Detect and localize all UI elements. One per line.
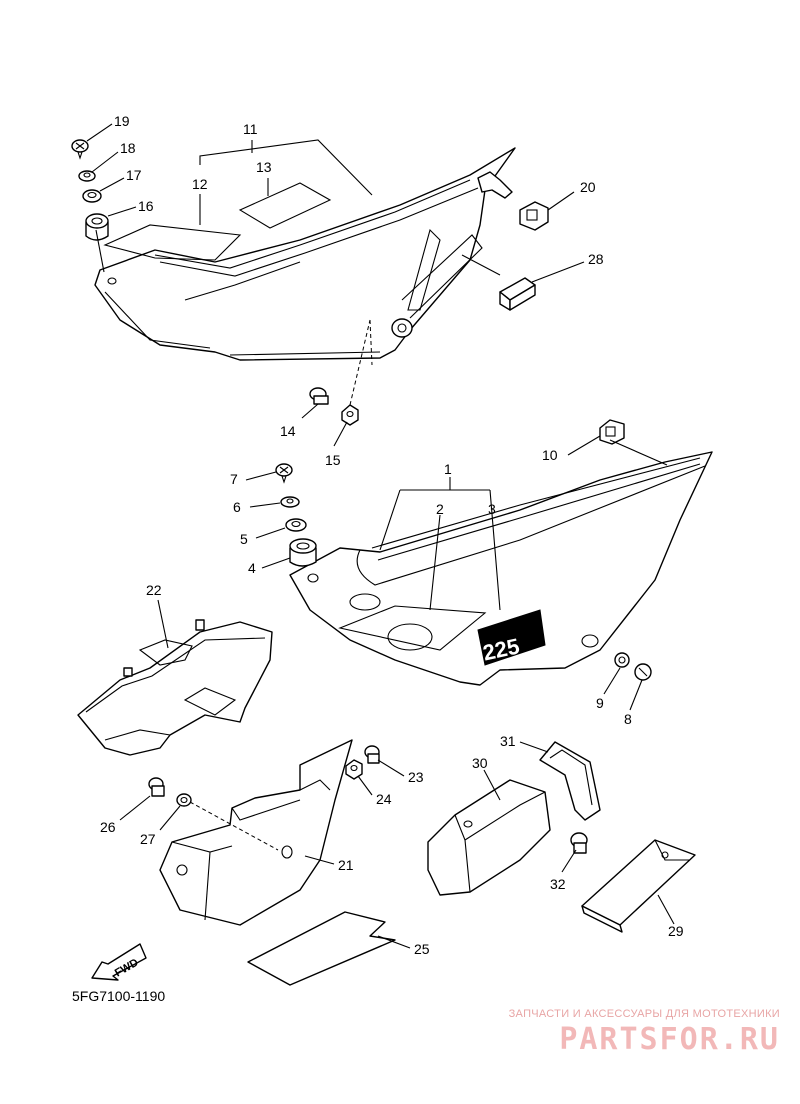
screw-19[interactable]	[71, 139, 89, 160]
watermark: ЗАПЧАСТИ И АКСЕССУАРЫ ДЛЯ МОТОТЕХНИКИ PA…	[470, 1008, 780, 1057]
callout-25[interactable]: 25	[414, 941, 430, 957]
forward-arrow-icon: FWD	[91, 943, 147, 981]
watermark-logo: PARTSFOR.RU	[559, 1022, 780, 1057]
lower-side-cover[interactable]	[289, 451, 713, 686]
collar-17[interactable]	[82, 189, 102, 203]
callout-29[interactable]: 29	[668, 923, 684, 939]
screw-8[interactable]	[634, 663, 652, 681]
callout-30[interactable]: 30	[472, 755, 488, 771]
screw-7[interactable]	[275, 463, 293, 484]
washer-9[interactable]	[614, 652, 630, 668]
callout-20[interactable]: 20	[580, 179, 596, 195]
sheet-25[interactable]	[247, 911, 396, 986]
pad-29[interactable]	[581, 839, 696, 933]
upper-side-cover[interactable]	[94, 147, 516, 361]
grommet-16[interactable]	[85, 213, 109, 241]
diagram-code: 5FG7100-1190	[72, 988, 166, 1004]
bolt-32[interactable]	[570, 832, 588, 854]
callout-13[interactable]: 13	[256, 159, 272, 175]
callout-4[interactable]: 4	[248, 560, 256, 576]
washer-18[interactable]	[78, 170, 96, 182]
bolt-14[interactable]	[309, 387, 329, 405]
callout-11[interactable]: 11	[243, 121, 258, 137]
callout-labels: 19 18 17 16 11 13 12 20 28 14 15 10 1 2 …	[100, 113, 684, 957]
callout-26[interactable]: 26	[100, 819, 116, 835]
grommet-4[interactable]	[289, 538, 317, 567]
callout-16[interactable]: 16	[138, 198, 154, 214]
tool-case-30[interactable]	[427, 779, 551, 896]
callout-2[interactable]: 2	[436, 501, 444, 517]
callout-24[interactable]: 24	[376, 791, 392, 807]
mounting-pin	[477, 171, 513, 199]
nut-15[interactable]	[341, 404, 359, 426]
callout-1[interactable]: 1	[444, 461, 452, 477]
bolt-23[interactable]	[364, 745, 380, 764]
damper-28[interactable]	[499, 277, 536, 311]
callout-6[interactable]: 6	[233, 499, 241, 515]
callout-28[interactable]: 28	[588, 251, 604, 267]
callout-8[interactable]: 8	[624, 711, 632, 727]
callout-19[interactable]: 19	[114, 113, 130, 129]
callout-3[interactable]: 3	[488, 501, 496, 517]
washer-6[interactable]	[280, 496, 300, 508]
leader-lines	[86, 123, 675, 949]
band-31[interactable]	[539, 741, 601, 821]
callout-10[interactable]: 10	[542, 447, 558, 463]
washer-27[interactable]	[176, 793, 192, 807]
callout-32[interactable]: 32	[550, 876, 566, 892]
battery-case-21[interactable]	[159, 739, 353, 926]
nut-24[interactable]	[345, 759, 363, 780]
callout-12[interactable]: 12	[192, 176, 208, 192]
callout-5[interactable]: 5	[240, 531, 248, 547]
callout-9[interactable]: 9	[596, 695, 604, 711]
callout-14[interactable]: 14	[280, 423, 296, 439]
grommet-10[interactable]	[599, 419, 625, 445]
callout-18[interactable]: 18	[120, 140, 136, 156]
collar-5[interactable]	[285, 518, 307, 532]
callout-15[interactable]: 15	[325, 452, 341, 468]
grommet-20[interactable]	[519, 201, 549, 231]
bolt-26[interactable]	[148, 777, 165, 797]
tray-22[interactable]	[77, 619, 273, 756]
callout-17[interactable]: 17	[126, 167, 142, 183]
callout-22[interactable]: 22	[146, 582, 162, 598]
watermark-caption: ЗАПЧАСТИ И АКСЕССУАРЫ ДЛЯ МОТОТЕХНИКИ	[508, 1008, 780, 1020]
callout-31[interactable]: 31	[500, 733, 516, 749]
callout-27[interactable]: 27	[140, 831, 156, 847]
callout-7[interactable]: 7	[230, 471, 238, 487]
callout-21[interactable]: 21	[338, 857, 354, 873]
callout-23[interactable]: 23	[408, 769, 424, 785]
